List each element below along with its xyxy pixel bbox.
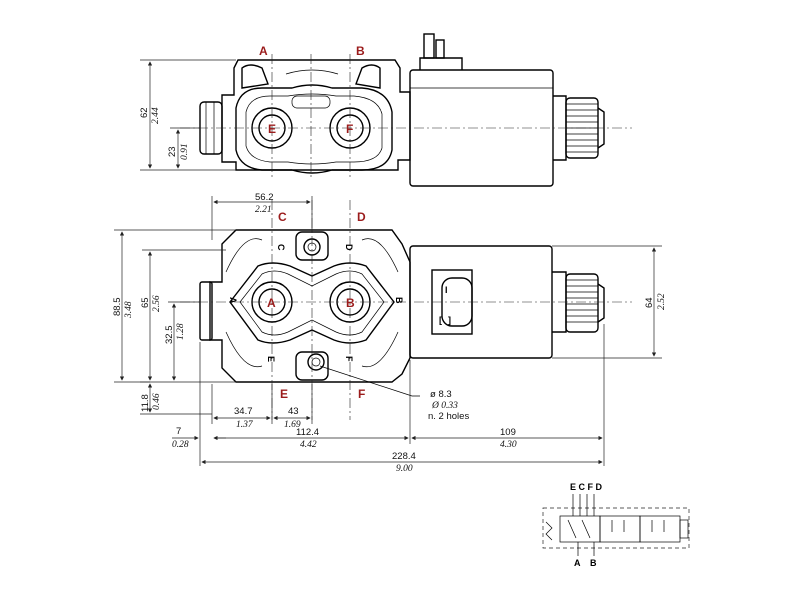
front-valve-body xyxy=(209,229,411,383)
front-label-f: F xyxy=(358,387,365,401)
dim-top-23: 23 xyxy=(167,146,178,157)
top-label-e: E xyxy=(268,122,276,136)
dim-7: 7 xyxy=(176,426,181,437)
side-label-e: E xyxy=(266,356,276,362)
svg-text:[: [ xyxy=(439,315,442,325)
top-label-b: B xyxy=(356,44,365,58)
dim-109: 109 xyxy=(500,427,516,438)
dim-32-5: 32.5 xyxy=(164,326,175,345)
dim-88-5: 88.5 xyxy=(112,298,123,317)
dim-56-2: 56.2 xyxy=(255,192,274,203)
side-label-b: B xyxy=(394,297,404,304)
front-label-c: C xyxy=(278,210,287,224)
side-label-d: D xyxy=(344,244,354,251)
top-label-f: F xyxy=(346,122,353,136)
dim-4-30: 4.30 xyxy=(500,440,517,450)
dim-1-69: 1.69 xyxy=(284,420,301,430)
dim-11-8: 11.8 xyxy=(140,394,151,412)
dim-top-2-44: 2.44 xyxy=(151,107,161,124)
hole-dia-mm: ø 8.3 xyxy=(430,389,452,400)
dim-2-52: 2.52 xyxy=(657,293,667,310)
hole-dia-in: Ø 0.33 xyxy=(431,401,458,411)
front-end-cap xyxy=(199,281,213,341)
dim-2-21: 2.21 xyxy=(255,205,272,215)
top-port-boss xyxy=(235,84,393,174)
front-label-e: E xyxy=(280,387,288,401)
connector-pin-2 xyxy=(435,39,445,59)
dim-2-56: 2.56 xyxy=(152,295,162,312)
front-label-b: B xyxy=(346,296,355,310)
dim-1-37: 1.37 xyxy=(236,420,254,430)
bottom-hole xyxy=(307,353,325,371)
front-port-boss xyxy=(229,262,395,344)
dim-9-00: 9.00 xyxy=(396,464,413,474)
dim-43: 43 xyxy=(288,406,299,417)
top-label-a: A xyxy=(259,44,268,58)
front-label-d: D xyxy=(357,210,366,224)
dim-3-48: 3.48 xyxy=(124,301,134,319)
dim-112-4: 112.4 xyxy=(296,427,319,438)
dim-4-42: 4.42 xyxy=(300,440,317,450)
dim-top-0-91: 0.91 xyxy=(180,143,190,160)
dim-228-4: 228.4 xyxy=(392,451,416,462)
dim-0-28: 0.28 xyxy=(172,440,189,450)
schematic-label-a: A xyxy=(574,558,581,568)
dim-34-7: 34.7 xyxy=(234,406,253,417)
connector-pin-1 xyxy=(423,33,435,59)
front-label-a: A xyxy=(267,296,276,310)
side-label-f: F xyxy=(344,356,354,362)
front-view: I [ ] C D A B E F C D E F A B 56.2 xyxy=(112,192,667,474)
hole-count: n. 2 holes xyxy=(428,411,469,422)
top-view: A B E F 62 2.44 23 0.91 xyxy=(139,33,632,187)
schematic-label-b: B xyxy=(590,558,597,568)
hydraulic-schematic: E C F D A B xyxy=(542,482,690,568)
svg-text:I: I xyxy=(445,285,448,295)
schematic-top-ports: E C F D xyxy=(570,482,603,492)
dim-1-28: 1.28 xyxy=(176,323,186,340)
dim-64: 64 xyxy=(644,297,655,308)
svg-text:]: ] xyxy=(448,315,451,325)
dim-65: 65 xyxy=(140,297,151,308)
side-label-c: C xyxy=(276,244,286,251)
dim-top-62: 62 xyxy=(139,107,150,118)
dim-0-46: 0.46 xyxy=(152,393,162,410)
side-label-a: A xyxy=(228,297,238,304)
front-manual-knob xyxy=(565,273,599,333)
